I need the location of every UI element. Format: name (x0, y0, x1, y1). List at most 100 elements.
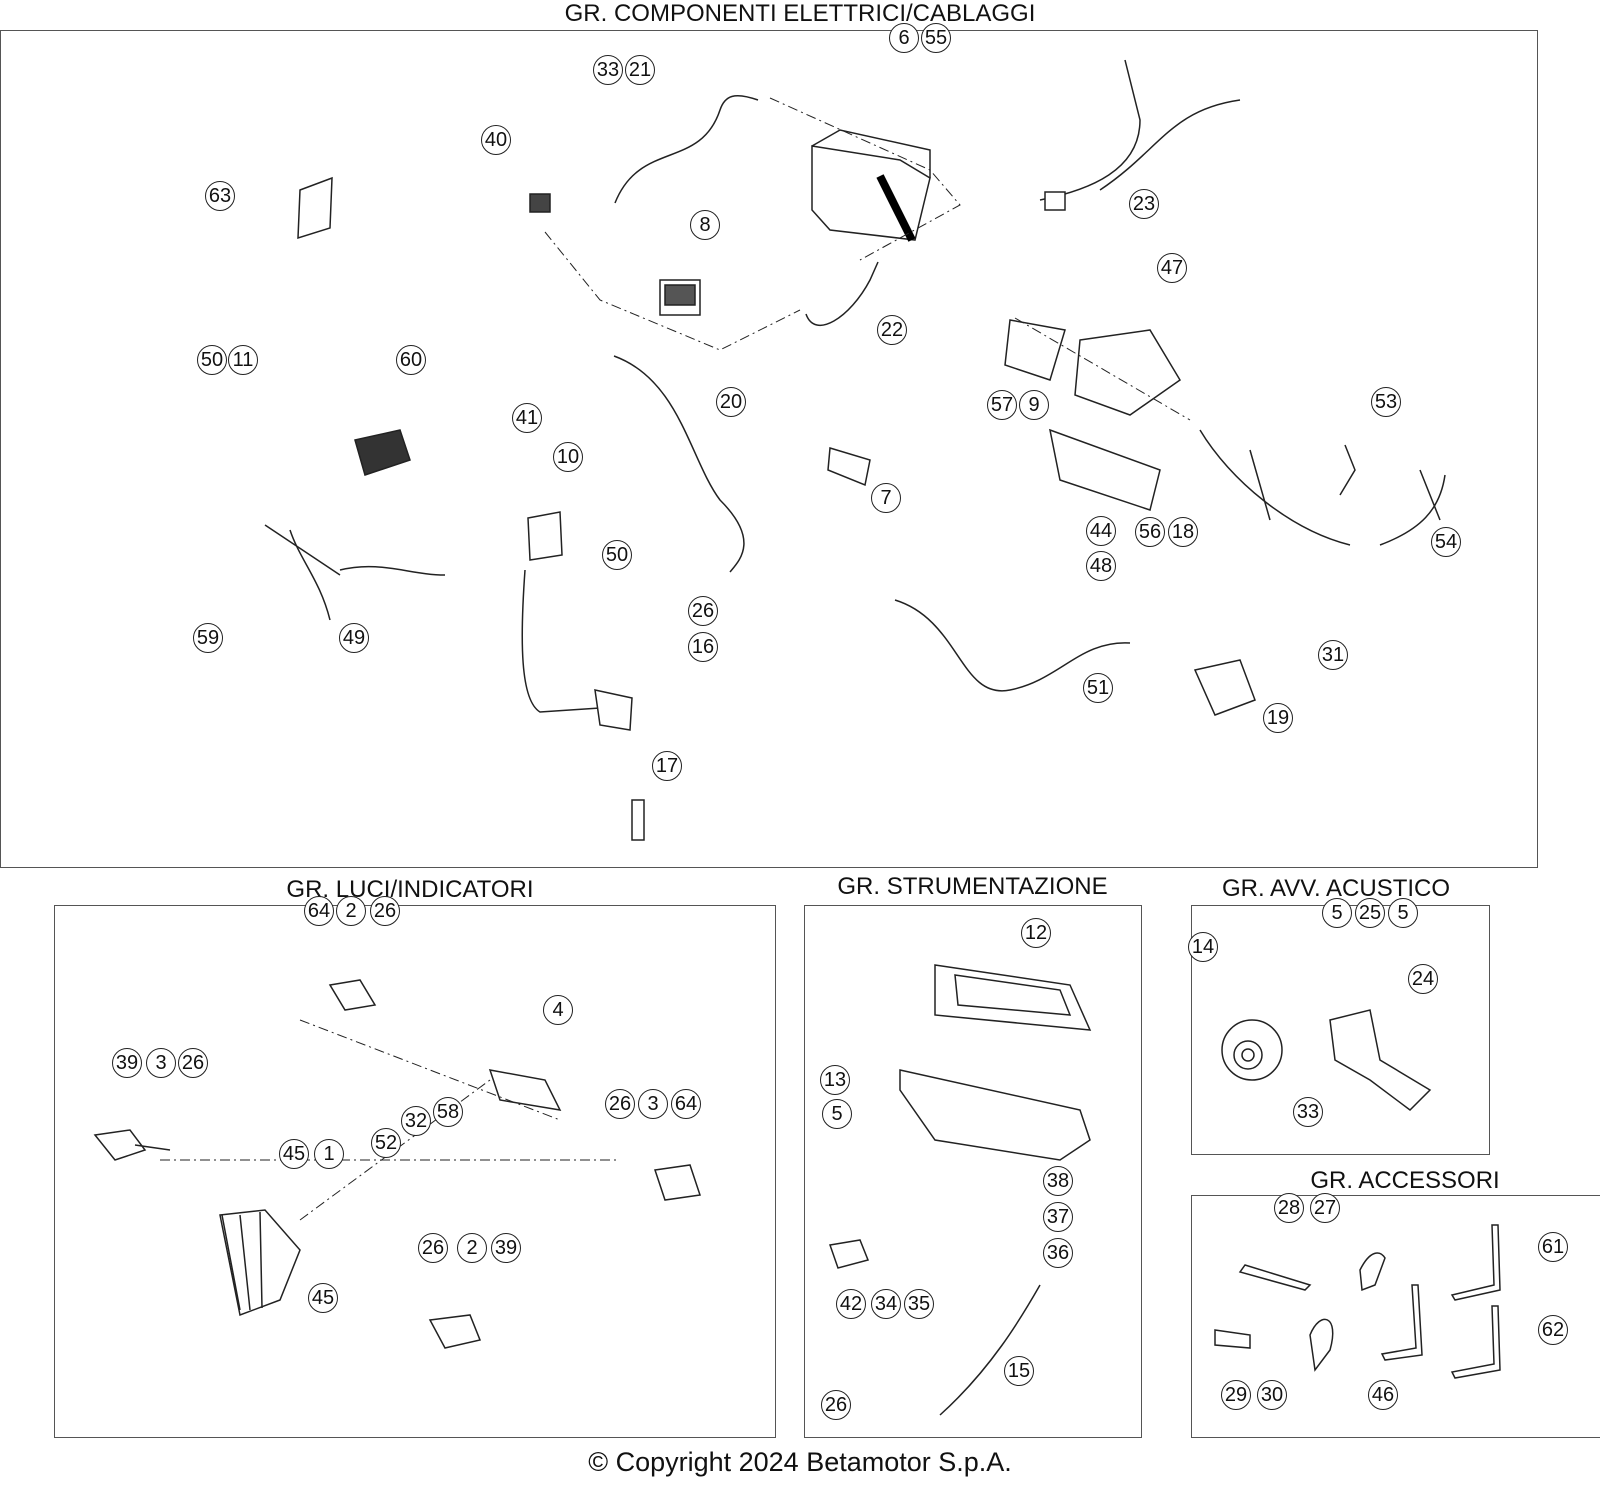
callout-electrical: 55 (921, 23, 951, 53)
copyright-footer: © Copyright 2024 Betamotor S.p.A. (588, 1447, 1012, 1477)
battery-cable-21 (614, 94, 759, 204)
horn-icon (1221, 1019, 1283, 1081)
tie-30 (1309, 1318, 1334, 1372)
callout-instruments: 5 (822, 1099, 852, 1129)
callout-electrical: 41 (512, 403, 542, 433)
callout-lights: 26 (178, 1048, 208, 1078)
callout-electrical: 48 (1086, 551, 1116, 581)
callout-lights: 45 (279, 1139, 309, 1169)
callout-electrical: 8 (690, 210, 720, 240)
callout-lights: 3 (638, 1089, 668, 1119)
battery-cable-22 (805, 261, 879, 326)
callout-electrical: 33 (593, 55, 623, 85)
battery-icon (811, 129, 931, 242)
bracket-46 (1380, 1284, 1423, 1361)
horn-bracket-24 (1329, 1009, 1432, 1111)
callout-instruments: 35 (904, 1289, 934, 1319)
callout-electrical: 9 (1019, 390, 1049, 420)
callout-electrical: 16 (688, 632, 718, 662)
callout-accessories: 30 (1257, 1380, 1287, 1410)
callout-electrical: 40 (481, 125, 511, 155)
callout-accessories: 46 (1368, 1380, 1398, 1410)
bracket-56 (1049, 428, 1161, 511)
ecu-icon (1004, 319, 1182, 416)
callout-instruments: 34 (871, 1289, 901, 1319)
callout-electrical: 47 (1157, 253, 1187, 283)
harness-18 (1199, 429, 1351, 546)
title-electrical: GR. COMPONENTI ELETTRICI/CABLAGGI (564, 0, 1036, 27)
callout-lights: 3 (146, 1048, 176, 1078)
callout-electrical: 19 (1263, 703, 1293, 733)
callout-electrical: 50 (197, 345, 227, 375)
callout-electrical: 51 (1083, 673, 1113, 703)
callout-lights: 1 (314, 1139, 344, 1169)
callout-horn: 33 (1293, 1097, 1323, 1127)
callout-lights: 26 (605, 1089, 635, 1119)
callout-lights: 52 (371, 1128, 401, 1158)
callout-instruments: 15 (1004, 1356, 1034, 1386)
callout-instruments: 36 (1043, 1238, 1073, 1268)
fuse-icon (529, 193, 551, 213)
callout-electrical: 59 (193, 623, 223, 653)
instrument-cluster-icon (934, 964, 1092, 1031)
switch-icon (1193, 659, 1256, 716)
callout-electrical: 7 (871, 483, 901, 513)
callout-electrical: 31 (1318, 640, 1348, 670)
callout-accessories: 62 (1538, 1315, 1568, 1345)
indicator-rear-right (654, 1164, 701, 1201)
ground-cable-20 (613, 355, 745, 573)
title-instruments: GR. STRUMENTAZIONE (837, 873, 1108, 900)
callout-lights: 58 (433, 1097, 463, 1127)
callout-electrical: 57 (987, 390, 1017, 420)
callout-lights: 26 (418, 1233, 448, 1263)
callout-electrical: 20 (716, 387, 746, 417)
bracket-61 (1450, 1224, 1501, 1301)
speedo-cable-15 (939, 1284, 1041, 1416)
regulator-icon (827, 447, 871, 487)
clip-29 (1214, 1329, 1251, 1349)
cable-51 (894, 599, 1131, 692)
switch-60 (354, 429, 411, 476)
callout-horn: 14 (1188, 932, 1218, 962)
callout-horn: 25 (1355, 898, 1385, 928)
callout-instruments: 38 (1043, 1166, 1073, 1196)
relay-icon (659, 279, 701, 316)
bracket-4 (488, 1069, 562, 1111)
callout-lights: 39 (112, 1048, 142, 1078)
harness-54 (1379, 469, 1446, 546)
callout-lights: 4 (543, 995, 573, 1025)
callout-lights: 64 (671, 1089, 701, 1119)
callout-lights: 32 (401, 1106, 431, 1136)
callout-electrical: 49 (339, 623, 369, 653)
callout-electrical: 53 (1371, 387, 1401, 417)
sensor-53 (1339, 444, 1356, 496)
callout-electrical: 23 (1129, 189, 1159, 219)
callout-horn: 5 (1322, 898, 1352, 928)
callout-lights: 26 (370, 896, 400, 926)
callout-accessories: 27 (1310, 1193, 1340, 1223)
callout-accessories: 28 (1274, 1193, 1304, 1223)
callout-electrical: 21 (625, 55, 655, 85)
callout-horn: 5 (1388, 898, 1418, 928)
headlight-icon (219, 1209, 301, 1317)
strap-28 (1238, 1264, 1312, 1291)
indicator-rear-left (428, 1314, 482, 1349)
title-accessories: GR. ACCESSORI (1310, 1167, 1500, 1194)
callout-electrical: 10 (553, 442, 583, 472)
callout-horn: 24 (1408, 964, 1438, 994)
callout-electrical: 17 (652, 751, 682, 781)
callout-instruments: 26 (821, 1390, 851, 1420)
callout-lights: 2 (457, 1233, 487, 1263)
callout-instruments: 12 (1021, 918, 1051, 948)
callout-electrical: 50 (602, 540, 632, 570)
callout-electrical: 22 (877, 315, 907, 345)
clamp-34 (828, 1239, 870, 1269)
callout-electrical: 26 (688, 596, 718, 626)
sticker-icon (297, 176, 333, 240)
title-horn: GR. AVV. ACUSTICO (1221, 875, 1451, 902)
callout-electrical: 11 (228, 345, 258, 375)
wiring-harness-23 (1039, 59, 1241, 211)
callout-electrical: 54 (1431, 527, 1461, 557)
spark-plug-icon (631, 799, 645, 841)
